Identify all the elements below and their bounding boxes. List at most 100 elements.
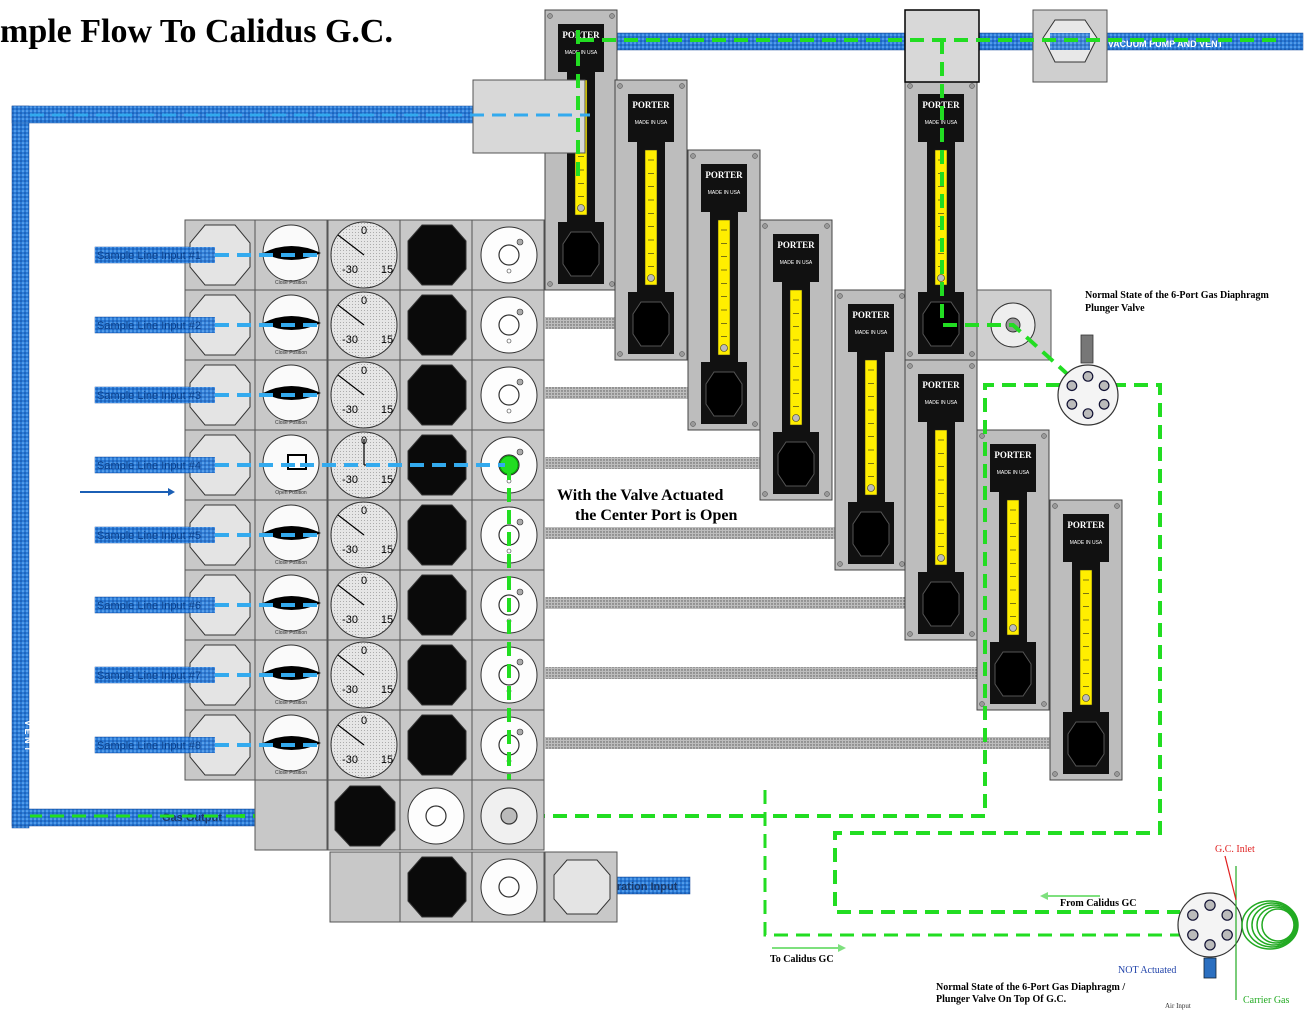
- gauge-label-right: 15: [381, 544, 393, 556]
- port-valve-center: [499, 385, 519, 405]
- close-position-label: Close Position: [275, 420, 307, 426]
- port-valve-center: [499, 315, 519, 335]
- flowmeter-float: [793, 415, 800, 422]
- flowmeter-scale: [645, 150, 657, 285]
- flowmeter-made: MADE IN USA: [708, 190, 741, 196]
- screw: [1053, 504, 1058, 509]
- flowmeter-float: [1083, 695, 1090, 702]
- screw: [753, 154, 758, 159]
- gauge-label-right: 15: [381, 404, 393, 416]
- solenoid-hex: [408, 225, 466, 285]
- close-position-label: Close Position: [275, 280, 307, 286]
- screw: [1042, 434, 1047, 439]
- tubing: [545, 527, 835, 539]
- solenoid-hex: [408, 295, 466, 355]
- gauge-label-left: -30: [342, 754, 358, 766]
- flowmeter-made: MADE IN USA: [1070, 540, 1103, 546]
- screw: [980, 434, 985, 439]
- flowmeter-float: [721, 345, 728, 352]
- gauge-label-top: 0: [361, 225, 367, 237]
- sample-input-label: Sample Line Input #8: [97, 740, 201, 752]
- gauge-label-right: 15: [381, 264, 393, 276]
- flowmeter-scale: [718, 220, 730, 355]
- close-position-label: Close Position: [275, 560, 307, 566]
- sample-input-label: Sample Line Input #6: [97, 600, 201, 612]
- port-valve-center: [501, 808, 517, 824]
- gc-inlet-line: [1225, 856, 1236, 900]
- screw: [838, 562, 843, 567]
- flowmeter-knob: [995, 652, 1031, 696]
- gauge-label-left: -30: [342, 684, 358, 696]
- air-input-label: Air Input: [1165, 1002, 1191, 1010]
- screw: [825, 492, 830, 497]
- screw: [548, 14, 553, 19]
- port-valve-pin: [517, 379, 523, 385]
- actuated-note-line2: the Center Port is Open: [575, 507, 737, 524]
- gauge-label-right: 15: [381, 474, 393, 486]
- flowmeter-brand: PORTER: [852, 310, 890, 320]
- tubing: [545, 387, 690, 399]
- solenoid-hex: [408, 365, 466, 425]
- tubing: [545, 457, 760, 469]
- flowmeter-brand: PORTER: [632, 100, 670, 110]
- screw: [908, 84, 913, 89]
- flowmeter-float: [938, 275, 945, 282]
- to-calidus-label: To Calidus GC: [770, 954, 834, 965]
- screw: [763, 492, 768, 497]
- gauge-label-left: -30: [342, 334, 358, 346]
- screw: [970, 352, 975, 357]
- sample-input-label: Sample Line Input #1: [97, 250, 201, 262]
- vent-label: V E N T: [23, 720, 33, 752]
- screw: [980, 702, 985, 707]
- solenoid-hex: [335, 786, 395, 846]
- gc-column-coil: [1252, 905, 1296, 945]
- port-valve-lower: [507, 549, 511, 553]
- port-valve-pin: [517, 729, 523, 735]
- flowmeter-made: MADE IN USA: [855, 330, 888, 336]
- gauge-label-top: 0: [361, 715, 367, 727]
- valve-port: [1099, 400, 1109, 410]
- screw: [618, 84, 623, 89]
- gauge-label-right: 15: [381, 614, 393, 626]
- not-actuated-label: NOT Actuated: [1118, 965, 1176, 976]
- valve-port: [1083, 372, 1093, 382]
- screw: [753, 422, 758, 427]
- screw: [1042, 702, 1047, 707]
- flowmeter-knob: [563, 232, 599, 276]
- close-position-label: Close Position: [275, 700, 307, 706]
- flowmeter-made: MADE IN USA: [925, 400, 958, 406]
- flowmeter-float: [938, 555, 945, 562]
- bottom-six-port-valve: [1178, 893, 1242, 978]
- sample-input-label: Sample Line Input #5: [97, 530, 201, 542]
- close-position-label: Close Position: [275, 630, 307, 636]
- gauge-label-left: -30: [342, 614, 358, 626]
- flowmeter-scale: [865, 360, 877, 495]
- tubing: [545, 667, 977, 679]
- valve-port: [1188, 910, 1198, 920]
- port-valve-lower: [507, 269, 511, 273]
- flowmeter-brand: PORTER: [994, 450, 1032, 460]
- flow-arrow-head: [168, 488, 175, 496]
- tubing: [545, 737, 1050, 749]
- screw: [970, 84, 975, 89]
- flowmeter-brand: PORTER: [922, 380, 960, 390]
- screw: [763, 224, 768, 229]
- port-valve-pin: [517, 309, 523, 315]
- port-valve-lower: [507, 339, 511, 343]
- gauge-label-top: 0: [361, 505, 367, 517]
- flowmeter-knob: [1068, 722, 1104, 766]
- flowmeter-knob: [778, 442, 814, 486]
- flowmeter-scale: [790, 290, 802, 425]
- flowmeter-made: MADE IN USA: [925, 120, 958, 126]
- flowmeter-knob: [853, 512, 889, 556]
- flowmeter-made: MADE IN USA: [565, 50, 598, 56]
- carrier-gas-label: Carrier Gas: [1243, 995, 1289, 1006]
- screw: [900, 562, 905, 567]
- screw: [838, 294, 843, 299]
- flowmeter-float: [648, 275, 655, 282]
- close-position-label: Close Position: [275, 770, 307, 776]
- solenoid-hex: [408, 575, 466, 635]
- flowmeter-made: MADE IN USA: [780, 260, 813, 266]
- solenoid-hex: [408, 857, 466, 917]
